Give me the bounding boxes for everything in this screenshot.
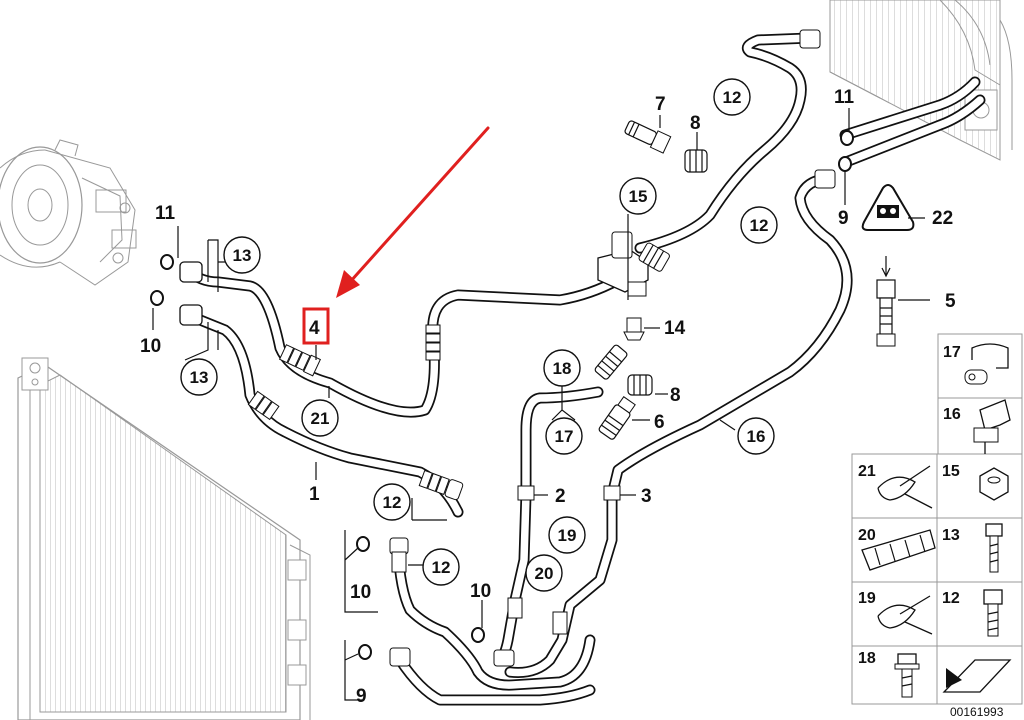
spring-clip-icon (877, 595, 933, 635)
label-22: 22 (932, 208, 953, 229)
callout-12-b: 12 (740, 206, 778, 244)
callout-13-b: 13 (180, 358, 218, 396)
svg-text:15: 15 (942, 463, 960, 480)
label-2: 2 (555, 486, 566, 507)
svg-text:15: 15 (629, 187, 648, 206)
parts-item-16: 16 (943, 399, 1011, 454)
label-14: 14 (664, 318, 686, 339)
label-1: 1 (309, 484, 320, 505)
callout-20: 20 (525, 554, 563, 592)
svg-text:13: 13 (942, 527, 960, 544)
callouts: 12 13 13 21 15 12 18 17 16 12 12 19 20 (180, 78, 778, 592)
part-labels: 7 8 11 9 22 5 14 8 6 11 10 1 2 3 10 10 9 (140, 87, 956, 707)
loose-parts (150, 120, 915, 660)
svg-text:16: 16 (943, 406, 961, 423)
parts-item-20: 20 (858, 527, 936, 571)
parts-item-12: 12 (942, 589, 1003, 637)
reference-number: 00161993 (950, 705, 1004, 719)
callout-12-c: 12 (373, 483, 411, 521)
clamp-bracket-icon (964, 343, 1009, 385)
label-7: 7 (655, 94, 666, 115)
label-9-b: 9 (356, 686, 367, 707)
callout-19: 19 (548, 516, 586, 554)
spring-clip-icon (877, 465, 933, 509)
label-6: 6 (654, 412, 665, 433)
svg-text:19: 19 (858, 590, 876, 607)
svg-text:20: 20 (535, 564, 554, 583)
svg-text:12: 12 (723, 88, 742, 107)
svg-text:18: 18 (553, 359, 572, 378)
svg-text:17: 17 (555, 427, 574, 446)
svg-text:13: 13 (190, 368, 209, 387)
svg-text:12: 12 (942, 590, 960, 607)
svg-text:12: 12 (383, 493, 402, 512)
direction-arrow-icon (942, 659, 1012, 693)
label-10-a: 10 (140, 336, 161, 357)
svg-text:17: 17 (943, 344, 961, 361)
callout-21: 21 (301, 399, 339, 437)
callout-17: 17 (545, 417, 583, 455)
hex-bolt-icon (983, 589, 1003, 637)
svg-text:20: 20 (858, 527, 876, 544)
label-11-b: 11 (834, 87, 855, 108)
parts-item-13: 13 (942, 523, 1003, 573)
parts-item-21: 21 (858, 463, 933, 509)
callout-12-a: 12 (713, 78, 751, 116)
label-8-b: 8 (670, 385, 681, 406)
hex-bolt-icon (985, 523, 1003, 573)
callout-15: 15 (619, 177, 657, 215)
label-10-b: 10 (350, 582, 371, 603)
svg-text:13: 13 (233, 246, 252, 265)
callout-16: 16 (737, 417, 775, 455)
label-11-a: 11 (155, 203, 176, 224)
hose-clamp-strip-icon (861, 529, 936, 571)
parts-panel: 17 16 21 15 (851, 333, 1023, 705)
leader-lines (152, 108, 930, 701)
svg-text:16: 16 (747, 427, 766, 446)
svg-text:4: 4 (309, 318, 320, 339)
parts-item-17: 17 (943, 343, 1009, 385)
label-5: 5 (945, 291, 956, 312)
hex-nut-icon (979, 467, 1009, 501)
label-8-a: 8 (690, 113, 701, 134)
callout-18: 18 (543, 349, 581, 387)
red-arrow-icon (336, 126, 490, 298)
svg-text:21: 21 (858, 463, 876, 480)
condenser-illustration (17, 357, 311, 720)
label-9-a: 9 (838, 208, 849, 229)
label-10-c: 10 (470, 581, 491, 602)
label-3: 3 (641, 486, 652, 507)
svg-text:21: 21 (311, 409, 330, 428)
flange-bolt-icon (894, 653, 920, 698)
parts-item-19: 19 (858, 590, 933, 635)
highlighted-part-4: 4 (302, 307, 330, 345)
pipe-fittings (179, 29, 836, 667)
callout-13-a: 13 (223, 236, 261, 274)
clip-holder-icon (973, 399, 1011, 454)
parts-item-15: 15 (942, 463, 1009, 501)
callout-12-d: 12 (422, 548, 460, 586)
svg-text:12: 12 (432, 558, 451, 577)
svg-text:19: 19 (558, 526, 577, 545)
svg-text:18: 18 (858, 650, 876, 667)
svg-text:12: 12 (750, 216, 769, 235)
parts-item-18: 18 (858, 650, 920, 698)
compressor-illustration (0, 139, 137, 286)
